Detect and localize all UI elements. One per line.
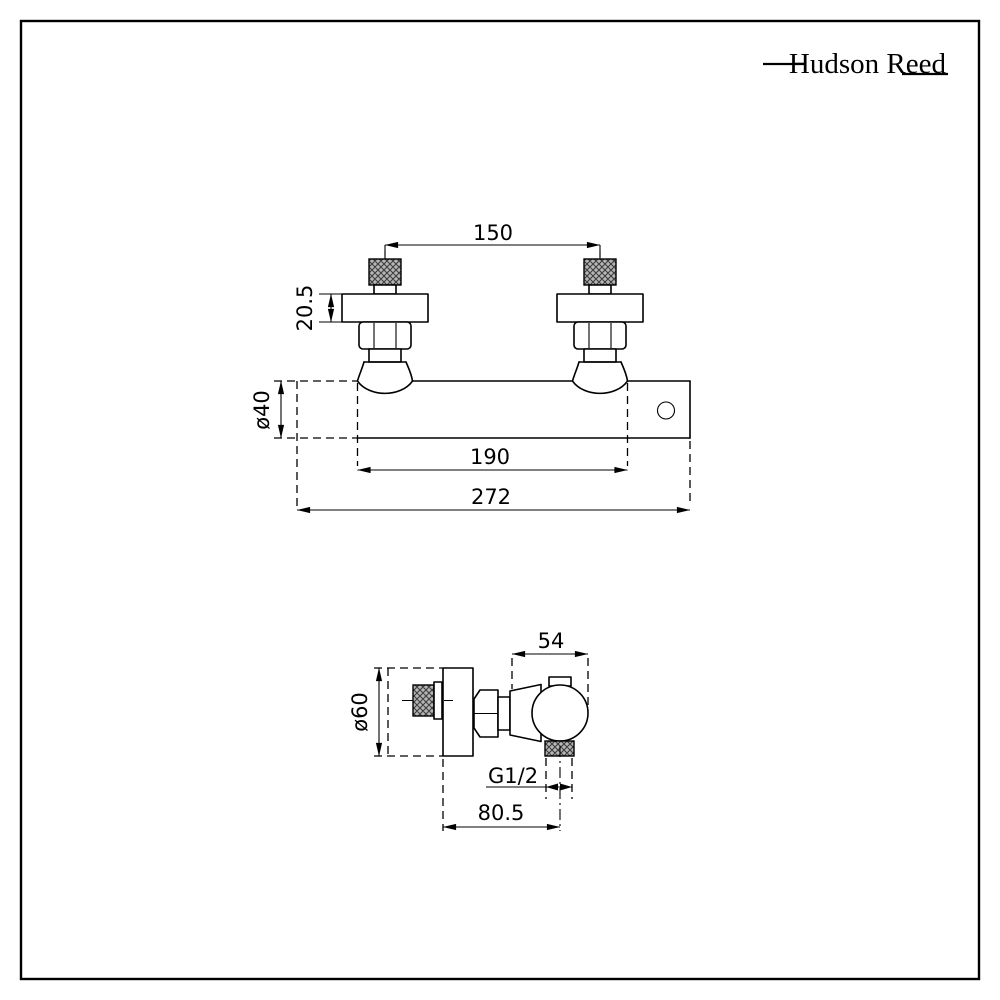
dim-label-272: 272 — [471, 485, 511, 509]
dim-label-190: 190 — [470, 445, 510, 469]
dim-label-80-5: 80.5 — [478, 801, 525, 825]
dim-label-g12: G1/2 — [488, 764, 538, 788]
brand-logo: Hudson Reed — [763, 48, 948, 80]
wall-plate — [374, 667, 474, 757]
dim-label-20-5: 20.5 — [293, 285, 317, 332]
page-border — [19, 19, 981, 981]
inlet-assembly-right — [556, 250, 644, 395]
control-knob — [531, 684, 589, 742]
side-view: 54 ø60 — [348, 629, 589, 831]
dimension-wall-plate-diameter: ø60 — [348, 667, 383, 757]
wall-inlet-stud — [402, 681, 453, 720]
dim-label-54: 54 — [538, 629, 565, 653]
valve-bar-body — [274, 380, 691, 506]
front-view: 150 20.5 ø40 — [250, 221, 691, 514]
dim-label-150: 150 — [473, 221, 513, 245]
inlet-assembly-left — [341, 250, 429, 395]
end-cap-detail-circle — [656, 401, 676, 420]
dimension-depth: 54 — [511, 629, 589, 711]
brand-logo-text: Hudson Reed — [789, 48, 947, 80]
valve-side-profile — [473, 676, 589, 757]
dimension-outlet-thread: G1/2 — [486, 746, 573, 831]
dimension-inlet-spacing: 150 — [384, 221, 601, 257]
dimension-body-diameter: ø40 — [250, 380, 285, 439]
dimension-fixing-width: 190 — [356, 383, 629, 474]
dim-label-d40: ø40 — [250, 390, 274, 430]
dimension-wall-to-outlet: 80.5 — [442, 759, 561, 831]
dimension-flange-height: 20.5 — [293, 285, 343, 332]
dimension-overall-width: 272 — [296, 441, 691, 514]
dim-label-d60: ø60 — [348, 692, 372, 732]
